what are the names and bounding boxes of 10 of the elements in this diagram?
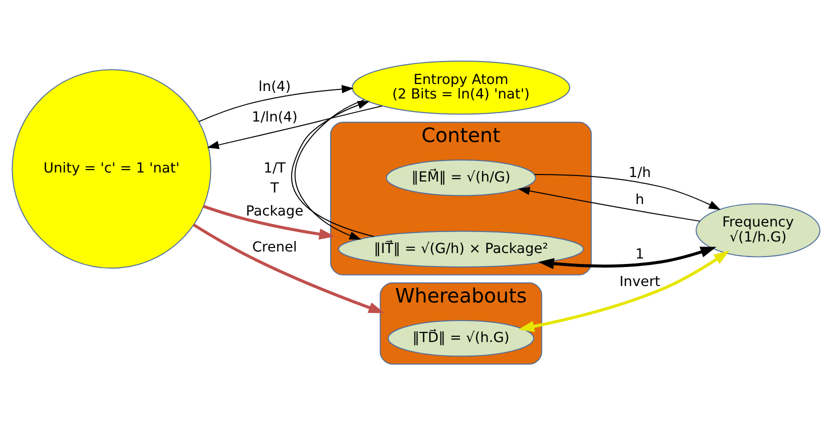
- edge-label: Crenel: [252, 239, 298, 256]
- edge-label: Package: [246, 204, 304, 220]
- edge-label: 1/T: [264, 160, 286, 177]
- edge-label: Invert: [619, 274, 660, 290]
- edge-label: 1: [635, 246, 644, 262]
- edge-label: h: [635, 192, 644, 208]
- edge-label: ln(4): [258, 78, 291, 95]
- edge-label: 1/h: [628, 164, 651, 181]
- edge-label: T: [270, 180, 279, 196]
- edge-label: 1/ln(4): [252, 109, 298, 126]
